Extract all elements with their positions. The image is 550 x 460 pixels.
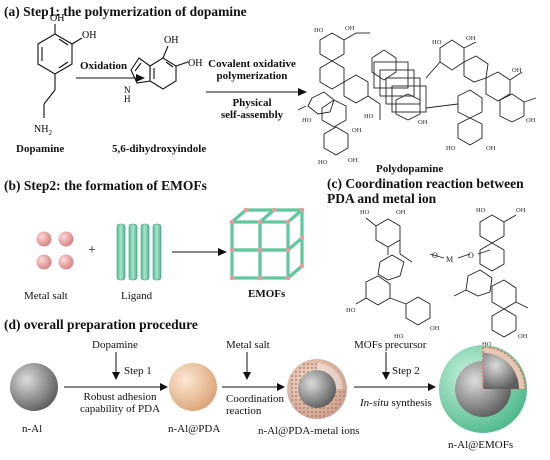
mofs-precursor-label: MOFs precursor — [354, 339, 427, 351]
emofs-label: EMOFs — [248, 288, 286, 300]
n-al-pda-sphere — [169, 363, 217, 411]
svg-text:HO: HO — [364, 113, 374, 120]
svg-text:HO: HO — [318, 159, 328, 166]
step2-title: (b) Step2: the formation of EMOFs — [4, 178, 207, 193]
svg-text:HO: HO — [394, 333, 404, 340]
svg-text:O: O — [432, 251, 438, 260]
svg-text:OH: OH — [526, 117, 536, 124]
dopamine-label: Dopamine — [16, 143, 65, 155]
n-al-sphere — [10, 363, 58, 411]
n-al-pda-metal-ions-sphere — [287, 359, 347, 419]
n-al-pda-label: n-Al@PDA — [168, 423, 221, 435]
svg-text:HO: HO — [302, 117, 312, 124]
metal-salt-step-label: Metal salt — [226, 339, 270, 351]
svg-text:OH: OH — [345, 25, 355, 32]
plus-sign: + — [88, 243, 96, 258]
insitu-synthesis-label: In-situ synthesis — [360, 397, 432, 409]
svg-text:O: O — [468, 251, 474, 260]
svg-text:HO: HO — [446, 145, 456, 152]
dihydroxyindole-label: 5,6-dihydroxyindole — [112, 143, 207, 155]
step1-label: Step 1 — [124, 365, 152, 377]
n-al-emofs-sphere — [439, 345, 527, 433]
dopamine-oh-side: OH — [82, 30, 96, 41]
n-al-emofs-label: n-Al@EMOFs — [448, 439, 514, 451]
svg-text:HO: HO — [482, 341, 492, 348]
n-al-label: n-Al — [22, 423, 43, 435]
indole-oh-side: OH — [188, 58, 202, 69]
ligand-rods — [116, 223, 162, 281]
svg-text:OH: OH — [396, 209, 406, 216]
oxidation-label: Oxidation — [80, 60, 128, 72]
step1-title: (a) Step1: the polymerization of dopamin… — [4, 4, 247, 19]
svg-text:OH: OH — [486, 145, 496, 152]
svg-text:HO: HO — [432, 39, 442, 46]
dopamine-step-label: Dopamine — [92, 339, 138, 351]
svg-text:HO: HO — [360, 209, 370, 216]
svg-text:HO: HO — [314, 27, 324, 34]
svg-text:OH: OH — [518, 333, 528, 340]
dopamine-oh-top: OH — [50, 13, 64, 24]
svg-text:M: M — [446, 255, 453, 264]
step2-label: Step 2 — [392, 365, 420, 377]
svg-text:HO: HO — [476, 207, 486, 214]
svg-text:OH: OH — [418, 119, 428, 126]
svg-text:OH: OH — [512, 67, 522, 74]
dopamine-nh2: NH2 — [34, 124, 52, 137]
metal-salt-label: Metal salt — [24, 290, 68, 302]
svg-text:OH: OH — [352, 127, 362, 134]
svg-text:OH: OH — [516, 207, 526, 214]
svg-text:OH: OH — [466, 35, 476, 42]
svg-text:HO: HO — [346, 307, 356, 314]
polydopamine-label: Polydopamine — [376, 163, 444, 175]
svg-text:OH: OH — [430, 325, 440, 332]
ligand-label: Ligand — [121, 290, 153, 302]
metal-salt-spheres — [36, 231, 74, 270]
procedure-title: (d) overall preparation procedure — [4, 317, 198, 332]
indole-oh-top: OH — [164, 35, 178, 46]
svg-text:OH: OH — [348, 157, 358, 164]
n-al-pda-metal-ions-label: n-Al@PDA-metal ions — [258, 425, 360, 437]
